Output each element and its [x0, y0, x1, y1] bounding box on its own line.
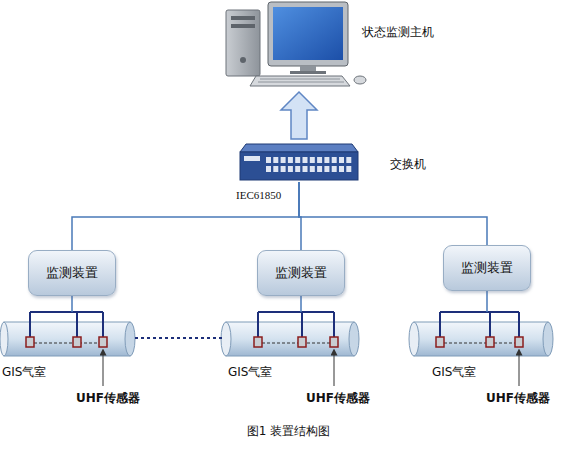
port [288, 157, 293, 163]
network-switch: 交换机 [240, 142, 358, 182]
node-label: GIS气室 [2, 364, 46, 381]
connector-line [71, 296, 73, 312]
port [324, 157, 329, 163]
node-label: 监测装置 [461, 259, 513, 277]
node-label: 交换机 [390, 156, 426, 173]
host-computer: 状态监测主机 [222, 0, 354, 90]
connector-line [299, 182, 487, 245]
connector-line [72, 182, 299, 250]
sensor [330, 337, 338, 347]
port [317, 166, 322, 172]
monitor-box: 监测装置 [257, 250, 345, 296]
sensor [515, 337, 523, 347]
port [295, 166, 300, 172]
node-label: GIS气室 [432, 364, 476, 381]
port [266, 166, 271, 172]
gis-pipe [0, 322, 135, 356]
switch-icon [240, 144, 358, 180]
connector-line [135, 337, 222, 339]
gis-pipe [409, 322, 553, 356]
port [295, 157, 300, 163]
port [346, 166, 351, 172]
port [303, 166, 308, 172]
gis-chamber: GIS气室 [410, 310, 553, 358]
sensor [99, 337, 107, 347]
sensor [73, 337, 81, 347]
connector-line [486, 291, 488, 312]
port [317, 157, 322, 163]
port [339, 166, 344, 172]
protocol-label: IEC61850 [236, 189, 281, 201]
switch-ports [266, 157, 351, 172]
leader-arrow [103, 352, 519, 386]
sensor-label: UHF传感器 [306, 390, 370, 407]
gis-chamber: GIS气室 [2, 310, 135, 358]
node-label: 监测装置 [46, 264, 98, 282]
sensor [486, 337, 494, 347]
sensor-label: UHF传感器 [486, 390, 550, 407]
port [273, 166, 278, 172]
sensor-label: UHF传感器 [76, 390, 140, 407]
port [266, 157, 271, 163]
sensor [436, 337, 444, 347]
port [310, 157, 315, 163]
port [324, 166, 329, 172]
connector-line [300, 296, 302, 312]
sensor [298, 337, 306, 347]
computer-icon [226, 2, 366, 86]
sensor-wiring [30, 312, 519, 337]
sensor [254, 337, 262, 347]
port [332, 166, 337, 172]
port [288, 166, 293, 172]
gis-chamber: GIS气室 [222, 310, 359, 358]
gis-pipe [221, 322, 359, 356]
port [339, 157, 344, 163]
monitor-box: 监测装置 [443, 245, 531, 291]
block-arrow [281, 92, 317, 139]
uhf-sensor [26, 337, 523, 347]
port [281, 157, 286, 163]
port [346, 157, 351, 163]
figure-caption: 图1 装置结构图 [0, 423, 577, 440]
port [281, 166, 286, 172]
port [310, 166, 315, 172]
node-label: 状态监测主机 [362, 24, 434, 41]
port [303, 157, 308, 163]
sensor [26, 337, 34, 347]
port [273, 157, 278, 163]
node-label: GIS气室 [228, 364, 272, 381]
node-label: 监测装置 [275, 264, 327, 282]
monitor-box: 监测装置 [28, 250, 116, 296]
port [332, 157, 337, 163]
